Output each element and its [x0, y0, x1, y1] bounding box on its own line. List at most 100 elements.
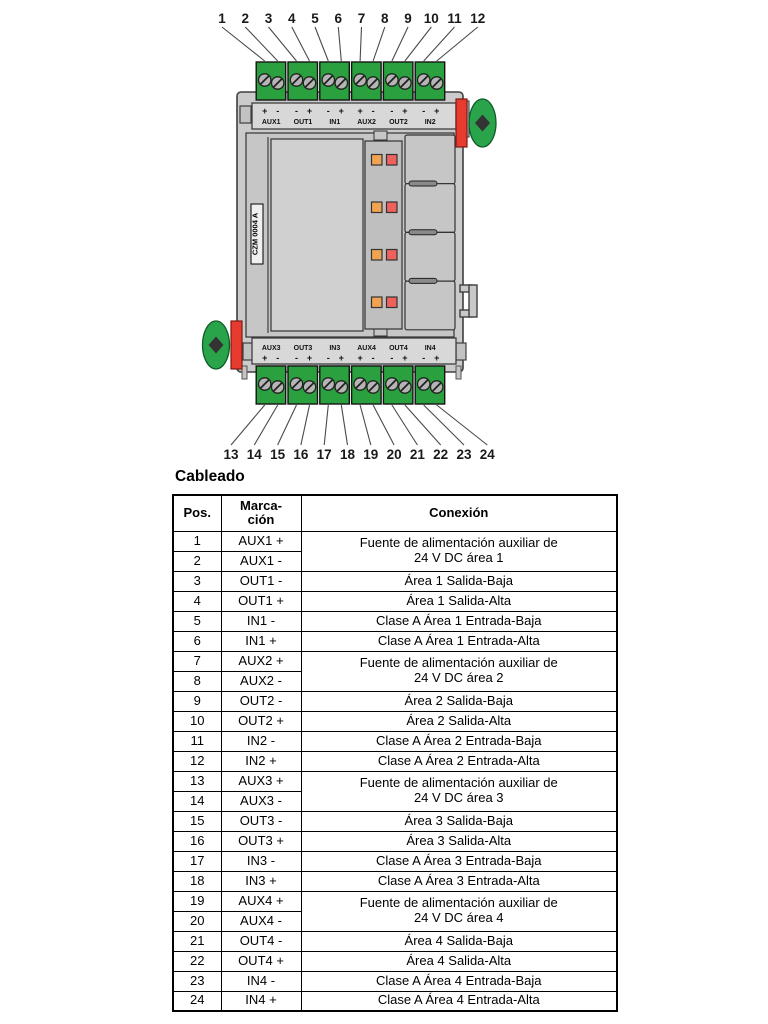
din-rail-bracket: [459, 284, 478, 318]
polarity-sign: -: [327, 353, 330, 363]
cover-flap: [404, 231, 456, 282]
pin-number: 4: [288, 11, 296, 26]
marking-cell: OUT4 +: [220, 950, 302, 972]
marking-cell: OUT2 +: [220, 710, 302, 732]
polarity-sign: +: [357, 106, 362, 116]
marking-cell: OUT1 +: [220, 590, 302, 612]
pin-number: 15: [270, 447, 286, 462]
cover-plate: [270, 138, 364, 332]
pin-number: 3: [265, 11, 273, 26]
pin-number: 6: [335, 11, 343, 26]
din-clips-red: [230, 98, 468, 370]
release-arrow: [208, 336, 224, 354]
connection-cell: Clase A Área 4 Entrada-Alta: [300, 990, 618, 1012]
marking-cell: OUT3 +: [220, 830, 302, 852]
group-label: IN3: [329, 345, 340, 352]
polarity-sign: +: [402, 106, 407, 116]
marking-cell: AUX3 +: [220, 770, 302, 792]
cover-flap: [404, 134, 456, 185]
led-orange: [370, 201, 383, 214]
pos-cell: 3: [172, 570, 222, 592]
pos-cell: 19: [172, 890, 222, 912]
label-strip-bottom: AUX3 OUT3 IN3 AUX4 OUT4 IN4 + - - + - + …: [242, 337, 467, 365]
pos-cell: 21: [172, 930, 222, 952]
polarity-sign: +: [434, 106, 439, 116]
col-header-pos: Pos.: [172, 494, 222, 532]
led-orange: [370, 296, 383, 309]
group-label: OUT2: [389, 119, 408, 126]
mount-leg: [455, 365, 462, 380]
marking-cell: IN4 +: [220, 990, 302, 1012]
pin-number: 16: [293, 447, 309, 462]
pos-cell: 10: [172, 710, 222, 732]
pos-cell: 17: [172, 850, 222, 872]
section-title: Cableado: [175, 468, 245, 485]
group-label: IN1: [329, 119, 340, 126]
flap-slot: [408, 229, 438, 236]
polarity-sign: +: [262, 353, 267, 363]
connection-cell: Clase A Área 2 Entrada-Baja: [300, 730, 618, 752]
pin-number: 10: [424, 11, 439, 26]
connection-cell: Área 3 Salida-Baja: [300, 810, 618, 832]
polarity-sign: +: [307, 106, 312, 116]
pin-numbers-top: 1 2 3 4 5 6 7 8 9 10 11 12: [218, 11, 485, 26]
led-orange: [370, 153, 383, 166]
table-header-row: Pos. Marca-ción Conexión: [172, 494, 618, 532]
group-label: AUX1: [262, 119, 281, 126]
connection-cell: Área 2 Salida-Alta: [300, 710, 618, 732]
pin-number: 2: [242, 11, 250, 26]
mount-leg: [241, 365, 248, 380]
pin-number: 9: [404, 11, 412, 26]
marking-cell: AUX3 -: [220, 790, 302, 812]
polarity-sign: +: [307, 353, 312, 363]
pos-cell: 12: [172, 750, 222, 772]
connection-cell: Área 1 Salida-Baja: [300, 570, 618, 592]
polarity-sign: +: [339, 106, 344, 116]
pin-number: 21: [410, 447, 426, 462]
pin-number: 1: [218, 11, 226, 26]
connection-cell: Área 4 Salida-Baja: [300, 930, 618, 952]
cover-flap: [404, 183, 456, 233]
pos-cell: 18: [172, 870, 222, 892]
led-red: [385, 296, 398, 309]
group-label: OUT3: [294, 345, 313, 352]
led-orange-indicators: [370, 153, 383, 309]
marking-cell: IN1 -: [220, 610, 302, 632]
marking-cell: AUX1 -: [220, 550, 302, 572]
group-label: OUT1: [294, 119, 313, 126]
polarity-sign: -: [422, 353, 425, 363]
cover-flap: [404, 280, 456, 331]
pos-cell: 5: [172, 610, 222, 632]
polarity-sign: -: [276, 353, 279, 363]
pos-cell: 13: [172, 770, 222, 792]
marking-cell: AUX2 -: [220, 670, 302, 692]
pos-cell: 22: [172, 950, 222, 972]
pos-cell: 20: [172, 910, 222, 932]
pin-number: 8: [381, 11, 389, 26]
col-header-marking: Marca-ción: [220, 494, 302, 532]
connection-cell: Área 1 Salida-Alta: [300, 590, 618, 612]
pin-number: 19: [363, 447, 378, 462]
marking-cell: IN2 -: [220, 730, 302, 752]
led-orange: [370, 248, 383, 261]
polarity-sign: -: [276, 106, 279, 116]
model-label-plate: [250, 203, 264, 265]
polarity-sign: -: [295, 353, 298, 363]
marking-cell: AUX4 -: [220, 910, 302, 932]
pos-cell: 15: [172, 810, 222, 832]
pin-number: 17: [317, 447, 332, 462]
pin-number: 20: [387, 447, 402, 462]
